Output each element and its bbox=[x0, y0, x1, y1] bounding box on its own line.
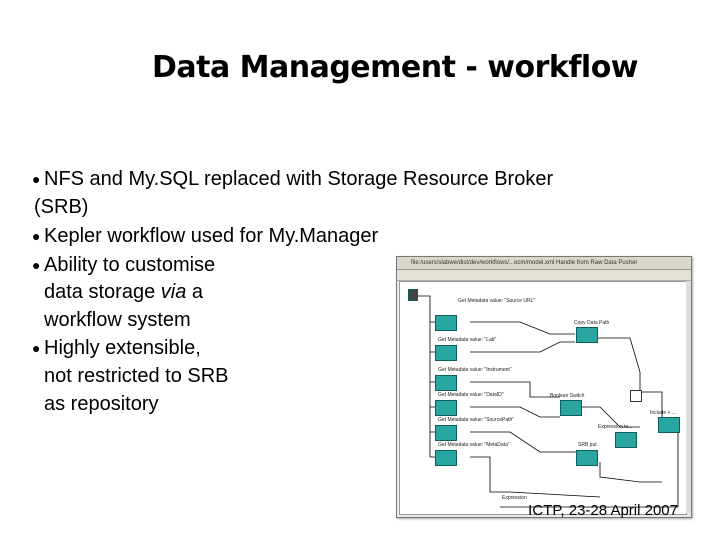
workflow-actor bbox=[576, 327, 598, 343]
actor-label: Expression to... bbox=[598, 424, 633, 430]
bullet-dot: ● bbox=[32, 228, 41, 244]
bullet-1-line-2: (SRB) bbox=[34, 196, 89, 218]
workflow-actor bbox=[435, 345, 457, 361]
workflow-actor bbox=[658, 417, 680, 433]
bullet-4-line-1: Highly extensible, bbox=[44, 337, 201, 359]
actor-label: Get Metadata value: "Source URL" bbox=[458, 298, 536, 304]
window-title: file:/users/slabwe/dist/dev/workflows/..… bbox=[397, 257, 691, 270]
workflow-actor bbox=[435, 315, 457, 331]
bullet-3-text-end: a bbox=[186, 281, 204, 303]
actor-label: Get Metadata value: "DataID" bbox=[438, 392, 504, 398]
workflow-actor bbox=[435, 375, 457, 391]
workflow-actor bbox=[435, 450, 457, 466]
bullet-dot: ● bbox=[32, 340, 41, 356]
workflow-actor bbox=[615, 432, 637, 448]
bullet-dot: ● bbox=[32, 171, 41, 187]
slide-footer: ICTP, 23-28 April 2007 bbox=[528, 502, 678, 519]
actor-label: Boolean Switch bbox=[550, 393, 585, 399]
workflow-actor bbox=[435, 400, 457, 416]
window-toolbar bbox=[397, 270, 691, 281]
actor-label: Get Metadata value: "MetaData" bbox=[438, 442, 510, 448]
actor-label: Copy Data Path bbox=[574, 320, 610, 326]
slide-title: Data Management - workflow bbox=[151, 50, 639, 85]
kepler-workflow-screenshot: file:/users/slabwe/dist/dev/workflows/..… bbox=[396, 256, 692, 518]
workflow-connections bbox=[410, 295, 679, 508]
bullet-1-line-1: NFS and My.SQL replaced with Storage Res… bbox=[44, 168, 554, 190]
workflow-actor bbox=[560, 400, 582, 416]
workflow-canvas: Get Metadata value: "Source URL" Get Met… bbox=[399, 281, 687, 515]
bullet-dot: ● bbox=[32, 257, 41, 273]
workflow-actor bbox=[630, 390, 642, 402]
actor-label: Include + ... bbox=[650, 410, 676, 416]
bullet-3-line-2: data storage via a bbox=[44, 278, 203, 306]
bullet-3-emphasis: via bbox=[160, 281, 187, 303]
actor-label: Get Metadata value: "Lab" bbox=[438, 337, 497, 343]
workflow-actor bbox=[408, 289, 418, 301]
actor-label: Get Metadata value: "Instrument" bbox=[438, 367, 512, 373]
bullet-4-line-2: not restricted to SRB bbox=[44, 365, 229, 387]
canvas-scrollbar[interactable] bbox=[686, 281, 691, 513]
bullet-4-line-3: as repository bbox=[44, 393, 159, 415]
bullet-3-text: data storage bbox=[44, 281, 161, 303]
bullet-3-line-1: Ability to customise bbox=[44, 254, 216, 276]
actor-label: Expression bbox=[502, 495, 527, 501]
bullet-2-line-1: Kepler workflow used for My.Manager bbox=[44, 225, 379, 247]
actor-label: Get Metadata value: "SourcePath" bbox=[438, 417, 515, 423]
actor-label: SRB put bbox=[578, 442, 597, 448]
bullet-3-line-3: workflow system bbox=[44, 309, 191, 331]
workflow-actor bbox=[435, 425, 457, 441]
workflow-actor bbox=[576, 450, 598, 466]
